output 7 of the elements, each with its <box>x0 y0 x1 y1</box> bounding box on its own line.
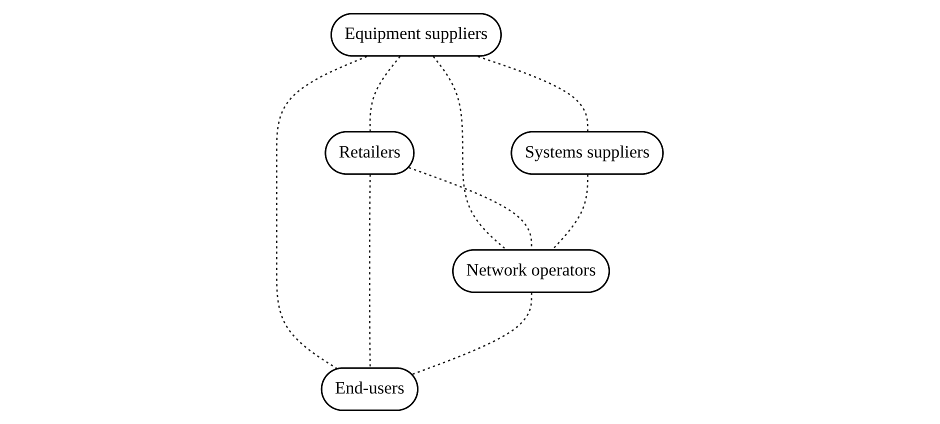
connector <box>369 174 372 369</box>
connector <box>370 56 401 132</box>
connector <box>478 56 589 132</box>
connector <box>276 56 368 370</box>
connector <box>551 174 589 251</box>
connector <box>432 56 508 251</box>
connector <box>412 292 532 376</box>
